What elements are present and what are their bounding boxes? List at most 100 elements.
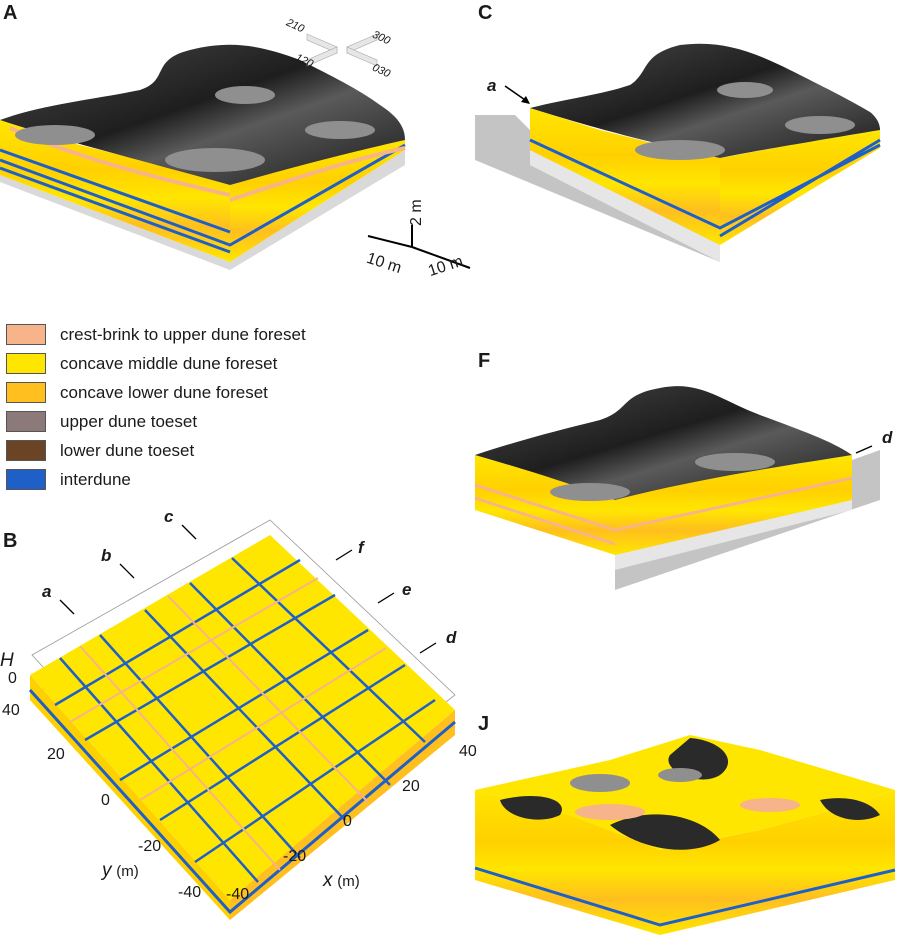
legend-swatch — [6, 324, 46, 345]
legend-label: lower dune toeset — [60, 440, 195, 460]
panel-label-f: F — [478, 350, 491, 372]
x-axis-unit: (m) — [337, 873, 360, 890]
block-f-arrow — [855, 445, 873, 454]
y-tick: -20 — [138, 838, 162, 855]
plan-grid-pink — [69, 577, 387, 871]
annotation-f: f — [358, 538, 364, 557]
block-diagram-f — [474, 386, 880, 590]
legend-label: crest-brink to upper dune foreset — [60, 324, 306, 344]
block-a-interdune-patch — [305, 121, 375, 139]
plan-view-b — [28, 519, 456, 920]
annotation-a: a — [42, 582, 52, 601]
y-tick: -40 — [178, 884, 202, 901]
block-j-top-surface — [475, 735, 895, 850]
annotation-c-a: a — [487, 76, 497, 95]
legend-label: upper dune toeset — [60, 411, 198, 431]
panel-label-c: C — [478, 2, 493, 24]
y-tick: 0 — [101, 792, 110, 809]
x-tick: 40 — [459, 743, 477, 760]
legend-swatch — [6, 382, 46, 403]
legend-item: lower dune toeset — [6, 436, 306, 465]
annotation-d: d — [446, 628, 457, 647]
block-a-interdune-patch — [215, 86, 275, 104]
block-c-cut-floor — [530, 150, 720, 262]
legend-item: concave middle dune foreset — [6, 349, 306, 378]
block-a-interdune-layers — [0, 143, 406, 254]
block-f-interdune-patch — [695, 453, 775, 471]
h-axis-symbol: H — [0, 650, 14, 671]
legend-item: upper dune toeset — [6, 407, 306, 436]
legend-swatch — [6, 411, 46, 432]
block-f-cut-floor — [615, 500, 852, 570]
block-c-front-face — [530, 108, 720, 245]
h-axis-label: H — [0, 650, 14, 672]
x-tick: 20 — [402, 778, 420, 795]
legend-swatch — [6, 353, 46, 374]
block-f-front-face — [475, 455, 615, 555]
block-f-layers — [474, 476, 853, 546]
block-j-interdune-layers — [474, 866, 896, 927]
legend-item: interdune — [6, 465, 306, 494]
panel-label-a: A — [3, 2, 18, 24]
block-a-base — [0, 150, 405, 270]
annotation-e: e — [402, 580, 412, 599]
block-j-orange-patch — [575, 804, 645, 820]
block-f-dune-surface — [475, 386, 852, 500]
scale-bar — [367, 225, 471, 269]
annotation-f-d: d — [882, 428, 893, 447]
plan-front-face-right — [230, 710, 455, 920]
block-c-interdune-layers — [529, 138, 881, 238]
block-c-interdune-patch — [785, 116, 855, 134]
scale-vertical-label: 2 m — [408, 199, 425, 226]
block-diagram-c — [475, 43, 881, 262]
block-j-interdune-patch — [658, 768, 702, 782]
y-tick: 40 — [2, 702, 20, 719]
legend-item: crest-brink to upper dune foreset — [6, 320, 306, 349]
block-j-interdune-patch — [570, 774, 630, 792]
legend-swatch — [6, 440, 46, 461]
x-tick: -20 — [283, 848, 307, 865]
annotation-c: c — [164, 507, 174, 526]
plan-ann-arrows — [59, 524, 437, 654]
x-axis-symbol: x — [323, 870, 333, 891]
block-diagram-a — [0, 44, 406, 270]
panel-label-b: B — [3, 530, 18, 552]
compass-icon — [306, 33, 378, 67]
y-axis-unit: (m) — [116, 863, 139, 880]
legend: crest-brink to upper dune foreset concav… — [6, 320, 306, 494]
block-j-dune-patch — [500, 795, 562, 820]
y-tick: 20 — [47, 746, 65, 763]
panel-label-j: J — [478, 713, 490, 735]
plan-surface — [30, 535, 455, 900]
block-c-interdune-patch — [635, 140, 725, 160]
y-axis-symbol: y — [102, 860, 112, 881]
block-diagram-j — [474, 735, 896, 935]
plan-interdune-strips — [28, 688, 456, 915]
legend-item: concave lower dune foreset — [6, 378, 306, 407]
block-j-orange-patch — [740, 798, 800, 812]
block-a-dune-surface — [0, 44, 405, 185]
x-axis-label: x (m) — [323, 870, 360, 892]
plan-front-face-left — [30, 675, 230, 920]
block-a-interdune-patch — [15, 125, 95, 145]
legend-label: concave lower dune foreset — [60, 382, 268, 402]
block-j-front-face — [475, 790, 660, 935]
x-tick: 0 — [343, 813, 352, 830]
h-tick: 0 — [8, 670, 17, 687]
legend-label: concave middle dune foreset — [60, 353, 278, 373]
y-axis-label: y (m) — [102, 860, 139, 882]
block-a-interdune-patch — [165, 148, 265, 172]
block-c-interdune-patch — [717, 82, 773, 98]
block-f-cut-side — [615, 450, 880, 590]
plan-grid — [54, 557, 436, 883]
block-c-arrowhead — [521, 96, 530, 104]
block-j-side-face — [660, 790, 895, 935]
annotation-b: b — [101, 546, 112, 565]
legend-swatch — [6, 469, 46, 490]
block-j-dune-patch — [820, 798, 880, 820]
block-j-dune-patch — [610, 814, 720, 850]
x-tick: -40 — [226, 886, 250, 903]
legend-label: interdune — [60, 469, 131, 489]
block-f-interdune-patch — [550, 483, 630, 501]
